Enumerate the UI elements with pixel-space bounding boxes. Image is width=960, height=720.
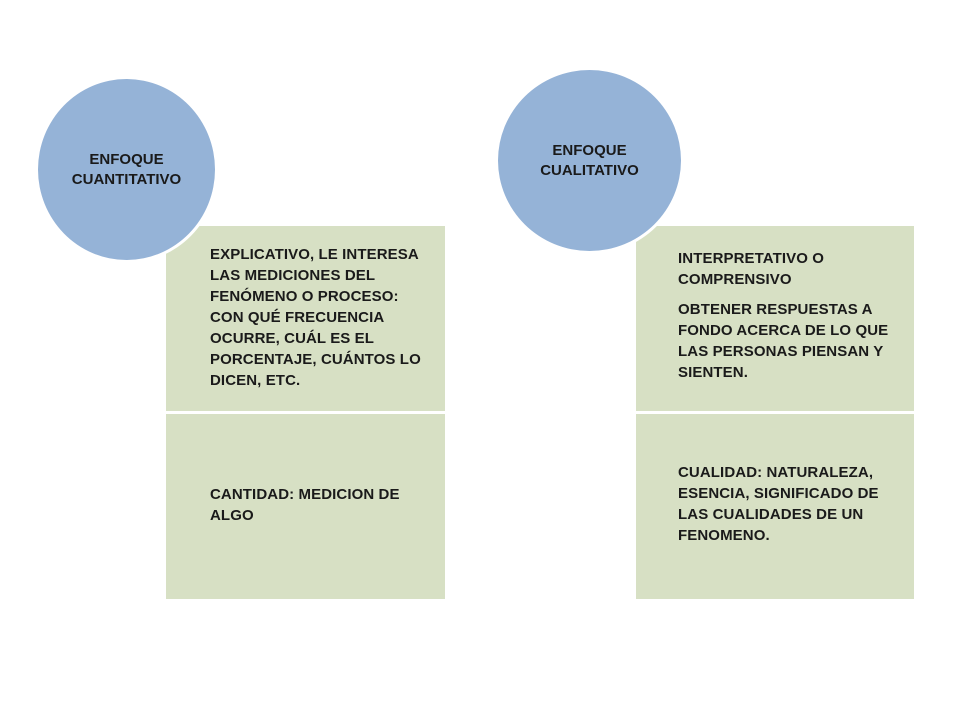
qualitative-approach-circle: ENFOQUE CUALITATIVO (495, 67, 684, 254)
quantitative-approach-label: ENFOQUE CUANTITATIVO (71, 150, 182, 188)
qualitative-description-box: INTERPRETATIVO O COMPRENSIVO OBTENER RES… (636, 226, 914, 411)
quantitative-approach-circle: ENFOQUE CUANTITATIVO (35, 76, 218, 263)
quantitative-description-box: EXPLICATIVO, LE INTERESA LAS MEDICIONES … (166, 226, 445, 411)
qualitative-description-text-1: INTERPRETATIVO O COMPRENSIVO (678, 250, 825, 288)
qualitative-definition-box: CUALIDAD: NATURALEZA, ESENCIA, SIGNIFICA… (636, 414, 914, 599)
quantitative-definition-box: CANTIDAD: MEDICION DE ALGO (166, 414, 445, 599)
quantitative-definition-text: CANTIDAD: MEDICION DE ALGO (210, 486, 400, 524)
qualitative-definition-text: CUALIDAD: NATURALEZA, ESENCIA, SIGNIFICA… (678, 464, 879, 544)
quantitative-description-text: EXPLICATIVO, LE INTERESA LAS MEDICIONES … (210, 246, 421, 389)
qualitative-description-text-2: OBTENER RESPUESTAS A FONDO ACERCA DE LO … (678, 301, 889, 381)
qualitative-approach-label: ENFOQUE CUALITATIVO (540, 141, 639, 179)
